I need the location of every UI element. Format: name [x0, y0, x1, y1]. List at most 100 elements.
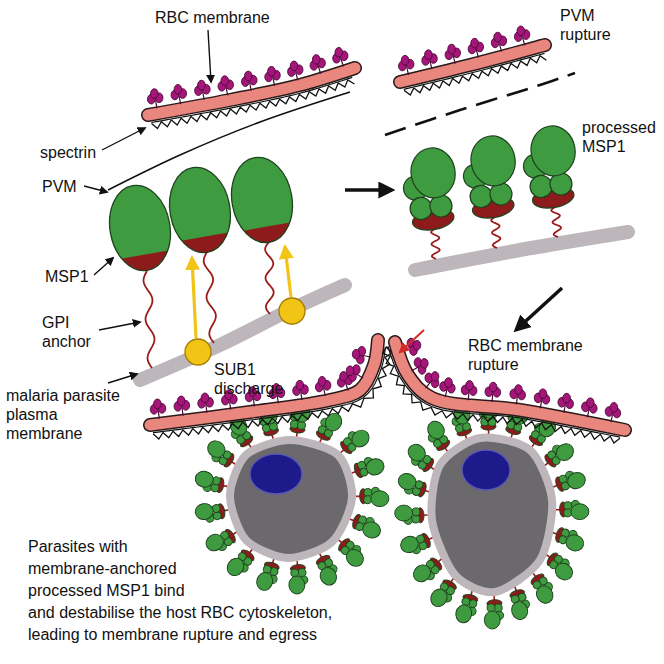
illustration-part [401, 55, 409, 65]
rbc-membrane [399, 26, 547, 95]
sub1-vesicle [279, 298, 305, 324]
step-arrow [345, 188, 392, 192]
glycoprotein-cluster [171, 85, 186, 105]
leader-line [94, 258, 113, 275]
illustration-part [224, 555, 247, 579]
illustration-part [335, 47, 343, 57]
processed-msp1-small [338, 424, 373, 458]
illustration-part [318, 376, 326, 386]
rbc-membrane-band [148, 68, 355, 115]
processed-msp1-small [421, 418, 454, 453]
parasite-plasma-membrane [415, 232, 628, 270]
glycoprotein-cluster [346, 365, 363, 382]
glycoprotein-cluster [422, 50, 437, 69]
illustration-part [471, 38, 479, 48]
illustration-part [194, 470, 215, 489]
rbc-membrane [147, 47, 355, 128]
illustration-part [250, 454, 302, 494]
illustration-part [448, 44, 456, 54]
processed-msp1-small [553, 526, 587, 553]
illustration-part [198, 80, 206, 90]
illustration-part [203, 531, 227, 554]
part-label: MSP1 [45, 267, 89, 286]
sub1-discharge-arrow [192, 258, 196, 338]
illustration-part [462, 450, 510, 490]
illustration-part [163, 162, 237, 257]
illustration-part [431, 438, 552, 593]
processed-msp1-small [312, 553, 343, 588]
illustration-part [177, 396, 185, 406]
part-label: GPI anchor [42, 313, 104, 351]
glycoprotein-cluster [510, 385, 526, 405]
glycoprotein-cluster [174, 396, 190, 416]
glycoprotein-cluster [582, 398, 597, 418]
processed-msp1-small [410, 554, 445, 588]
illustration-part [346, 366, 354, 376]
illustration-part [431, 372, 439, 382]
leader-line [99, 322, 140, 330]
glycoprotein-cluster [534, 389, 549, 409]
leader-line [84, 186, 107, 192]
glycoprotein-cluster [411, 358, 428, 374]
leader-line [208, 30, 211, 82]
illustration-part [151, 89, 159, 99]
glycoprotein-cluster [265, 66, 280, 85]
gpi-anchor [431, 229, 440, 259]
illustration-part [565, 470, 588, 491]
gpi-anchor [551, 207, 561, 237]
illustration-part [174, 231, 239, 261]
illustration-part [317, 565, 339, 588]
gpi-anchor [204, 252, 216, 343]
glycoprotein-cluster [198, 393, 214, 413]
parasite-cell [193, 403, 389, 595]
illustration-part [424, 418, 447, 442]
parasite-cell [394, 401, 589, 630]
illustration-part [394, 505, 413, 522]
illustration-part [245, 71, 253, 81]
illustration-part [288, 575, 306, 595]
illustration-part [371, 491, 389, 507]
part-label: malaria parasite plasma membrane [6, 386, 138, 443]
summary-note: Parasites with membrane-anchored process… [28, 538, 332, 643]
illustration-part [445, 378, 453, 388]
msp1-protein [102, 180, 179, 279]
illustration-part [349, 427, 373, 451]
rbc-membrane-band [150, 340, 378, 425]
processed-msp1-small [287, 564, 309, 595]
glycoprotein-cluster [468, 38, 483, 57]
glycoprotein-cluster [558, 393, 573, 413]
illustration-part [352, 349, 360, 359]
processed-msp1-small [403, 441, 438, 474]
glycoprotein-cluster [440, 378, 455, 397]
processed-msp1-small [428, 576, 459, 611]
caption-box: Parasites with membrane-anchored process… [28, 536, 378, 646]
illustration-part [407, 144, 459, 201]
processed-msp1-small [203, 525, 238, 557]
glycoprotein-cluster [445, 44, 460, 63]
illustration-part [467, 132, 519, 189]
processed-msp1-small [543, 550, 578, 583]
illustration-part [413, 340, 421, 350]
glycoprotein-cluster [399, 55, 414, 74]
illustration-part [428, 586, 451, 609]
leader-line [108, 374, 137, 383]
rbc-membrane-band [400, 45, 545, 82]
illustration-part [114, 249, 179, 279]
glycoprotein-cluster [315, 376, 330, 395]
processed-msp1-small [334, 536, 369, 570]
illustration-part [571, 503, 590, 520]
rbc-membrane-outline [150, 340, 378, 425]
processed-msp1-small [559, 500, 589, 521]
glycoprotein-cluster [293, 380, 309, 400]
rbc-membrane [150, 340, 392, 439]
illustration-part [517, 26, 525, 36]
part-label: spectrin [40, 143, 96, 162]
illustration-part [268, 66, 276, 76]
illustration-part [533, 583, 556, 607]
processed-msp1-small [394, 504, 424, 525]
sub1-discharge-arrow [285, 247, 291, 297]
illustration-part [484, 611, 501, 630]
illustration-part [225, 152, 299, 247]
illustration-part [421, 359, 429, 369]
